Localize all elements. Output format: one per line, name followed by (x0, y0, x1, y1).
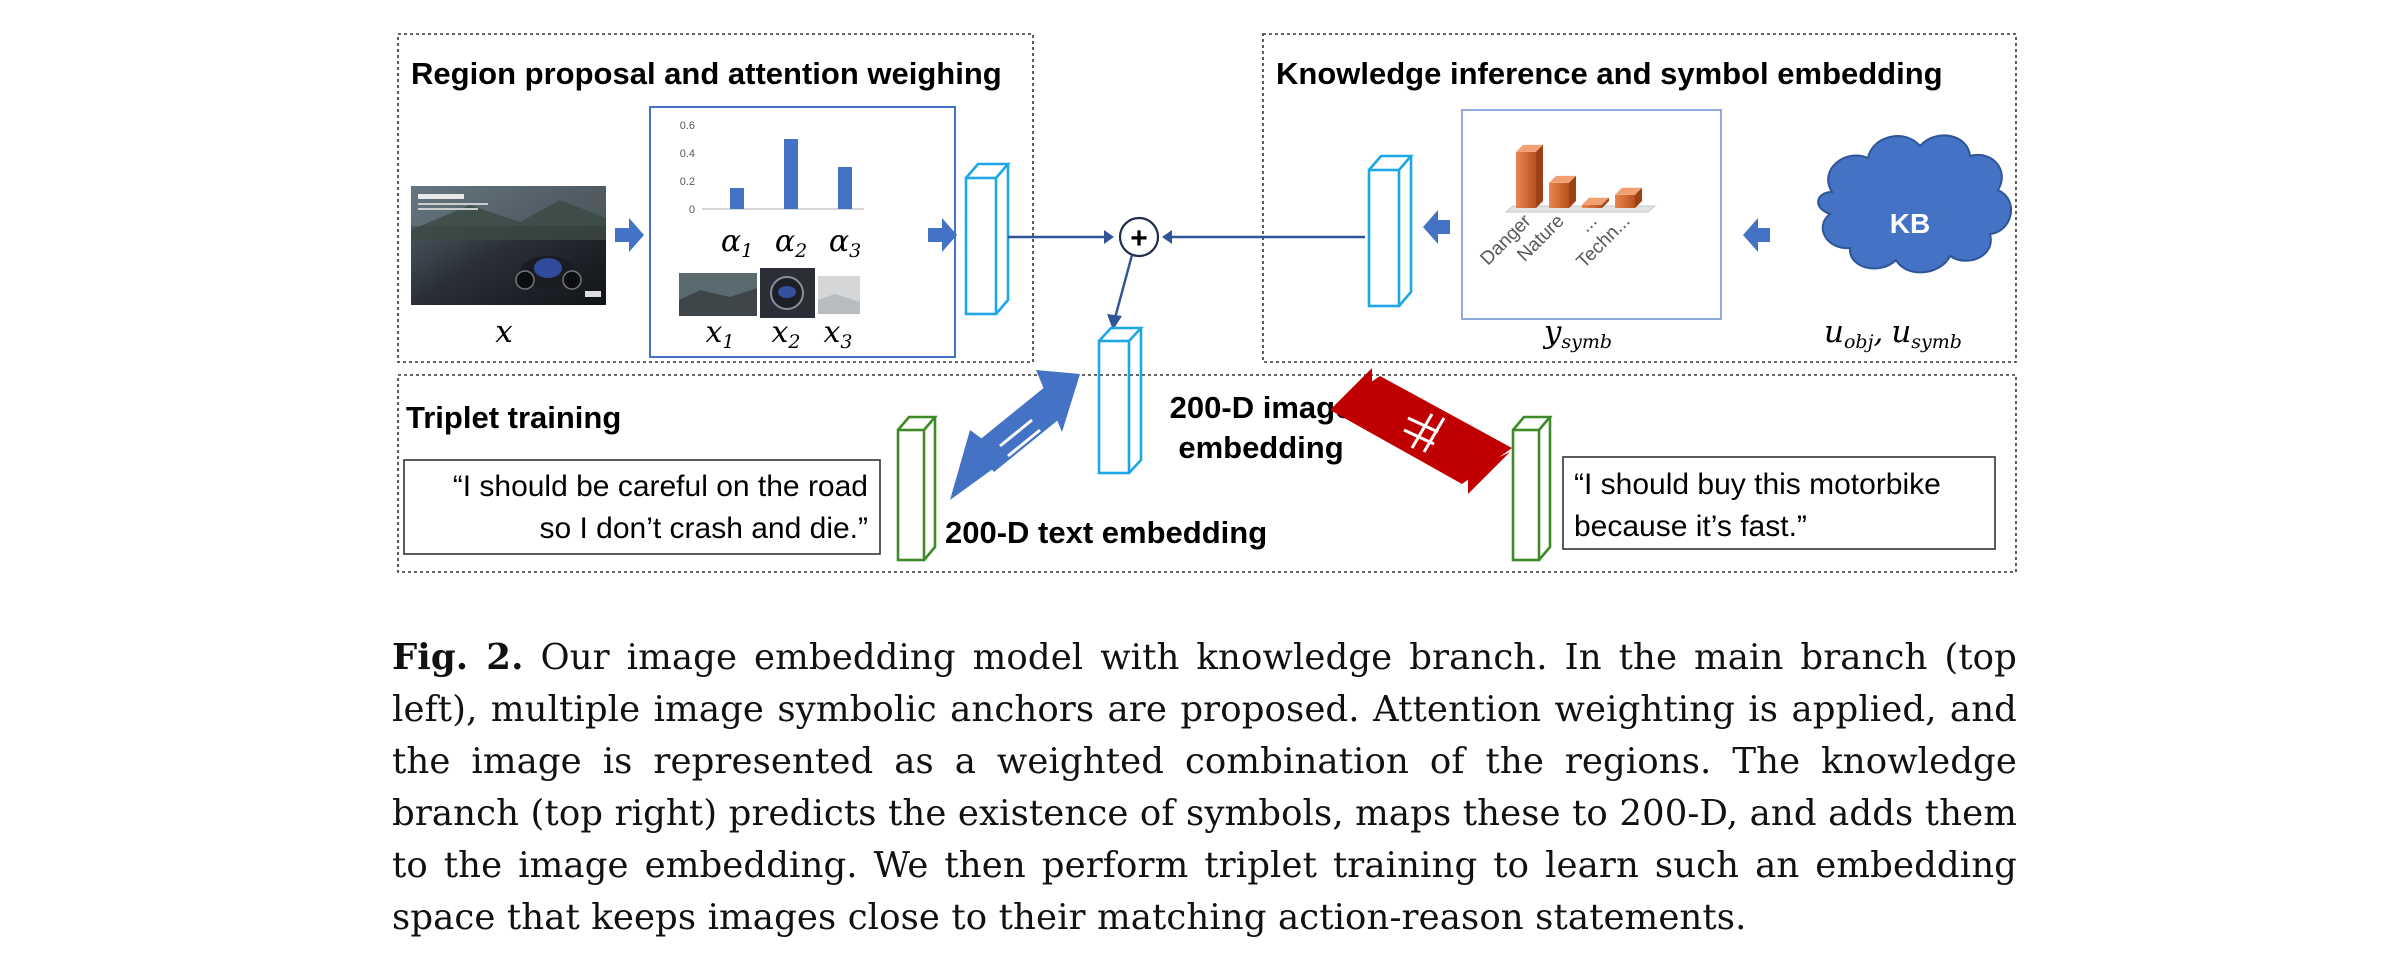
symbol-bar-side (1536, 144, 1543, 208)
attention-box (649, 106, 956, 358)
symbol-bar-top (1615, 187, 1642, 195)
region-panel (397, 33, 1034, 363)
symbol-embedding-vector (1367, 154, 1414, 308)
caption-label: Fig. 2. (392, 637, 524, 678)
line-plus-to-image-embedding (1113, 254, 1134, 319)
caption-text: Our image embedding model with knowledge… (392, 637, 2017, 938)
sum-node-symbol: + (1130, 222, 1148, 255)
symbol-bar (1582, 204, 1602, 208)
knowledge-panel (1262, 33, 2017, 363)
input-ad-image (411, 186, 606, 305)
input-x-label: x (495, 314, 513, 350)
attention-weight-label: α3 (829, 224, 861, 262)
region-thumbnails (679, 268, 860, 318)
symbol-bar (1549, 182, 1569, 208)
mismatch-double-arrow (1330, 368, 1512, 494)
kb-vectors-label: uobj,usymb (1824, 314, 1962, 353)
match-double-arrow (950, 370, 1080, 500)
symbol-bar-side (1569, 175, 1576, 208)
symbol-bar-top (1516, 144, 1543, 152)
symbol-bar-top (1582, 197, 1609, 205)
region-label: x3 (823, 315, 852, 353)
attention-ytick-label: 0.6 (680, 120, 695, 132)
knowledge-panel-title: Knowledge inference and symbol embedding (1276, 56, 1943, 91)
arrow-symbols-to-embedding (1423, 210, 1450, 244)
arrow-attention-to-embedding (928, 218, 957, 252)
symbol-bar (1615, 194, 1635, 208)
attention-ytick-label: 0.2 (680, 176, 695, 188)
positive-statement-box (403, 459, 881, 555)
arrow-knowledge-to-plus-head (1162, 230, 1172, 244)
triplet-panel (397, 374, 2017, 573)
symbol-bar-side (1602, 197, 1609, 208)
negative-statement-box (1562, 456, 1996, 550)
symbol-label: ysymb (1542, 314, 1612, 353)
text-embedding-label: 200-D text embedding (945, 515, 1267, 550)
attention-bar (730, 188, 744, 209)
arrow-input-to-attention (615, 218, 644, 252)
symbol-bar-side (1635, 187, 1642, 208)
region-embedding-vector (964, 162, 1011, 316)
arrow-kb-to-symbols (1743, 218, 1770, 252)
attention-ytick-label: 0.4 (680, 148, 695, 160)
attention-bar (784, 139, 798, 209)
region-labels: x1 x2 x3 (705, 315, 852, 353)
attention-weight-label: α1 (721, 224, 753, 262)
attention-chart: 0 0.2 0.4 0.6 α1 α2 α3 (680, 120, 864, 262)
model-diagram: Region proposal and attention weighing K… (397, 33, 2017, 573)
kb-label: KB (1890, 208, 1930, 239)
image-embedding-vector (1097, 326, 1144, 475)
negative-text-embedding-vector (1511, 415, 1553, 562)
triplet-panel-title: Triplet training (406, 400, 621, 435)
symbol-bar (1516, 151, 1536, 208)
knowledge-base-cloud: KB (1817, 134, 2012, 274)
region-panel-title: Region proposal and attention weighing (411, 56, 1002, 91)
figure-caption: Fig. 2. Our image embedding model with k… (392, 632, 2017, 944)
symbol-bar-top (1549, 175, 1576, 183)
sum-node (1118, 216, 1160, 258)
region-label: x2 (771, 315, 800, 353)
attention-weight-label: α2 (775, 224, 807, 262)
arrow-region-to-plus-head (1104, 230, 1114, 244)
attention-bar (838, 167, 852, 209)
symbol-chart-box (1461, 109, 1722, 320)
positive-text-embedding-vector (896, 415, 938, 562)
region-label: x1 (705, 315, 734, 353)
arrow-plus-to-image-embedding-head (1107, 314, 1122, 330)
attention-ytick-label: 0 (689, 204, 695, 216)
